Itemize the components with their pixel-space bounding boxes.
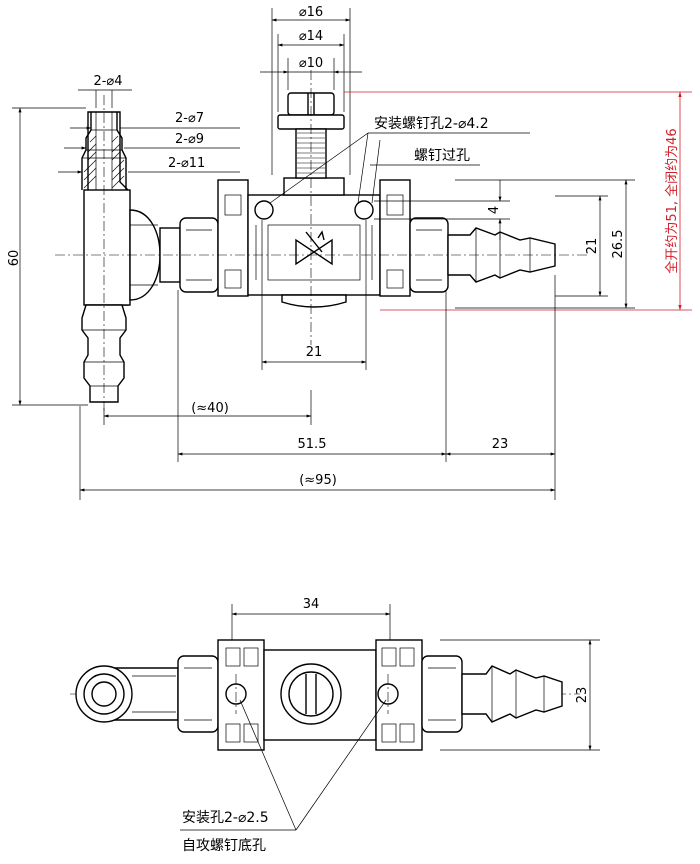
mount-hole-labels: 安装孔2-⌀2.5 自攻螺钉底孔 — [180, 699, 387, 854]
label-travel-note: 全开约为51, 全闭约为46 — [664, 128, 680, 273]
vertical-dims-right: 4 21 26.5 全开约为51, 全闭约为46 — [344, 91, 692, 311]
width-dim-21: 21 — [261, 220, 367, 370]
dim-gap-4: 4 — [487, 206, 502, 214]
dim-height-21: 21 — [585, 238, 600, 255]
section-hatching — [83, 112, 125, 195]
dim-d10: ⌀10 — [299, 56, 323, 71]
dim-length-23: 23 — [492, 437, 509, 452]
eye-fitting — [75, 665, 179, 723]
dim-2-d9: 2-⌀9 — [175, 132, 204, 147]
barb-diameter-dims: 2-⌀4 2-⌀7 2-⌀9 2-⌀11 — [58, 74, 240, 174]
dim-2-d4: 2-⌀4 — [93, 74, 122, 89]
bottom-right-hose-barb — [461, 665, 563, 723]
dim-2-d11: 2-⌀11 — [168, 156, 205, 171]
valve-body — [179, 177, 449, 308]
label-screw-through-hole: 螺钉过孔 — [414, 148, 470, 164]
top-view: ⌀16 ⌀14 ⌀10 2-⌀4 2-⌀7 2-⌀9 2- — [7, 5, 692, 500]
screw-head-inner-icon — [288, 671, 334, 717]
dim-d16: ⌀16 — [299, 5, 323, 20]
dim-height-60: 60 — [7, 250, 22, 267]
valve-body-bottom — [177, 639, 463, 751]
dim-approx-95: (≈95) — [299, 473, 337, 488]
valve-symbol-icon — [295, 230, 333, 266]
width-dim-34: 34 — [231, 597, 391, 640]
screw-hole-right-icon — [354, 200, 374, 220]
screw-hole-left-icon — [254, 200, 274, 220]
diameter-dims: ⌀16 ⌀14 ⌀10 — [260, 5, 362, 175]
vertical-dim-60: 60 — [7, 107, 88, 406]
dim-height-23: 23 — [575, 687, 590, 704]
label-tapping-hole: 自攻螺钉底孔 — [182, 838, 266, 854]
dim-width-34: 34 — [303, 597, 320, 612]
label-mount-hole: 安装孔2-⌀2.5 — [182, 810, 269, 826]
dim-approx-40: (≈40) — [191, 401, 229, 416]
dim-width-21: 21 — [306, 345, 323, 360]
dim-length-51-5: 51.5 — [298, 437, 327, 452]
height-dim-23: 23 — [440, 639, 600, 751]
dim-2-d7: 2-⌀7 — [175, 111, 204, 126]
dim-height-26-5: 26.5 — [611, 230, 626, 259]
t-fitting — [81, 111, 181, 403]
bottom-view: 34 23 安装孔2-⌀2.5 自攻螺钉底孔 — [70, 597, 600, 854]
horizontal-dims: (≈40) 51.5 23 (≈95) — [79, 275, 556, 500]
label-mount-screw-hole: 安装螺钉孔2-⌀4.2 — [374, 116, 489, 132]
screw-hole-labels: 安装螺钉孔2-⌀4.2 螺钉过孔 — [269, 116, 530, 204]
dim-d14: ⌀14 — [299, 29, 323, 44]
